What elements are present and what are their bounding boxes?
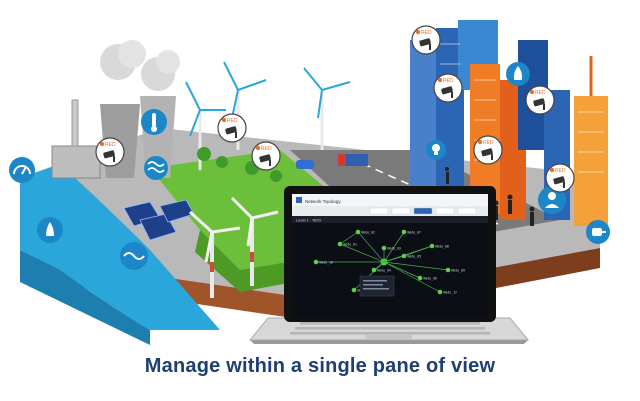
camera-icon: RED (251, 141, 281, 171)
network-node-label: Node_04 (378, 269, 392, 273)
network-node[interactable] (401, 253, 407, 259)
caption: Manage within a single pane of view (144, 355, 496, 377)
camera-badge-label: RED (105, 142, 116, 148)
camera-icon: RED (525, 85, 555, 115)
network-node-label: Node_12 (444, 291, 458, 295)
panel-label: Level 1 · NDS (296, 218, 321, 223)
network-node-label: Node_02 (362, 231, 376, 235)
camera-badge-label: RED (535, 90, 546, 96)
camera-icon: RED (95, 137, 125, 167)
app-toolbar (292, 206, 488, 216)
network-node[interactable] (381, 245, 387, 251)
camera-icon: RED (433, 73, 463, 103)
network-node-label: Node_05 (408, 255, 422, 259)
network-node-label: Node_06 (424, 277, 438, 281)
network-node[interactable] (371, 267, 377, 273)
river-edge (20, 250, 150, 345)
toolbar-button[interactable] (457, 207, 477, 215)
solar-panels (123, 199, 195, 241)
river (20, 164, 220, 330)
network-node[interactable] (429, 243, 435, 249)
gauge-icon (9, 157, 35, 183)
camera-badge-label: RED (483, 140, 494, 146)
camera-badge-label: RED (261, 146, 272, 152)
network-node-label: Node_07 (408, 231, 422, 235)
wave-icon (120, 242, 148, 270)
water-drop-icon (37, 217, 63, 243)
node-tooltip (359, 275, 395, 297)
camera-icon: RED (411, 25, 441, 55)
network-node[interactable] (437, 289, 443, 295)
thermometer-icon (141, 109, 167, 135)
lightbulb-icon (426, 140, 446, 160)
toolbar-button[interactable] (413, 207, 433, 215)
camera-icon: RED (217, 113, 247, 143)
fire-icon (506, 62, 530, 86)
network-node[interactable] (445, 267, 451, 273)
car-icon (296, 160, 314, 169)
trees (197, 147, 282, 182)
network-node[interactable] (337, 241, 343, 247)
camera-badge-label: RED (227, 118, 238, 124)
toolbar-button[interactable] (435, 207, 455, 215)
camera-badge-label: RED (443, 78, 454, 84)
network-node[interactable] (355, 229, 361, 235)
camera-icon: RED (545, 163, 575, 193)
toolbar-button[interactable] (391, 207, 411, 215)
network-node[interactable] (313, 259, 319, 265)
network-node[interactable] (401, 229, 407, 235)
camera-badge-label: RED (555, 168, 566, 174)
network-node-label: Node_08 (436, 245, 450, 249)
network-node-label: Node_09 (452, 269, 466, 273)
network-node-label: Node_03 (388, 247, 402, 251)
network-node[interactable] (351, 287, 357, 293)
laptop: Network Topology Level 1 · NDS Node_01No… (248, 186, 530, 344)
app-logo-icon (296, 197, 302, 203)
power-plug-icon (586, 220, 610, 244)
security-guard-icon (538, 186, 566, 214)
toolbar-button[interactable] (369, 207, 389, 215)
app-header (292, 194, 488, 206)
camera-icon: RED (473, 135, 503, 165)
camera-badge-label: RED (421, 30, 432, 36)
network-node[interactable] (417, 275, 423, 281)
grass-edge (195, 230, 305, 292)
heat-wave-icon (144, 156, 168, 180)
network-node-label: Node_01 (344, 243, 358, 247)
wind-turbines (185, 61, 351, 298)
plant-building (51, 145, 101, 179)
network-node-label: Node_10 (320, 261, 334, 265)
app-title: Network Topology (305, 199, 341, 204)
